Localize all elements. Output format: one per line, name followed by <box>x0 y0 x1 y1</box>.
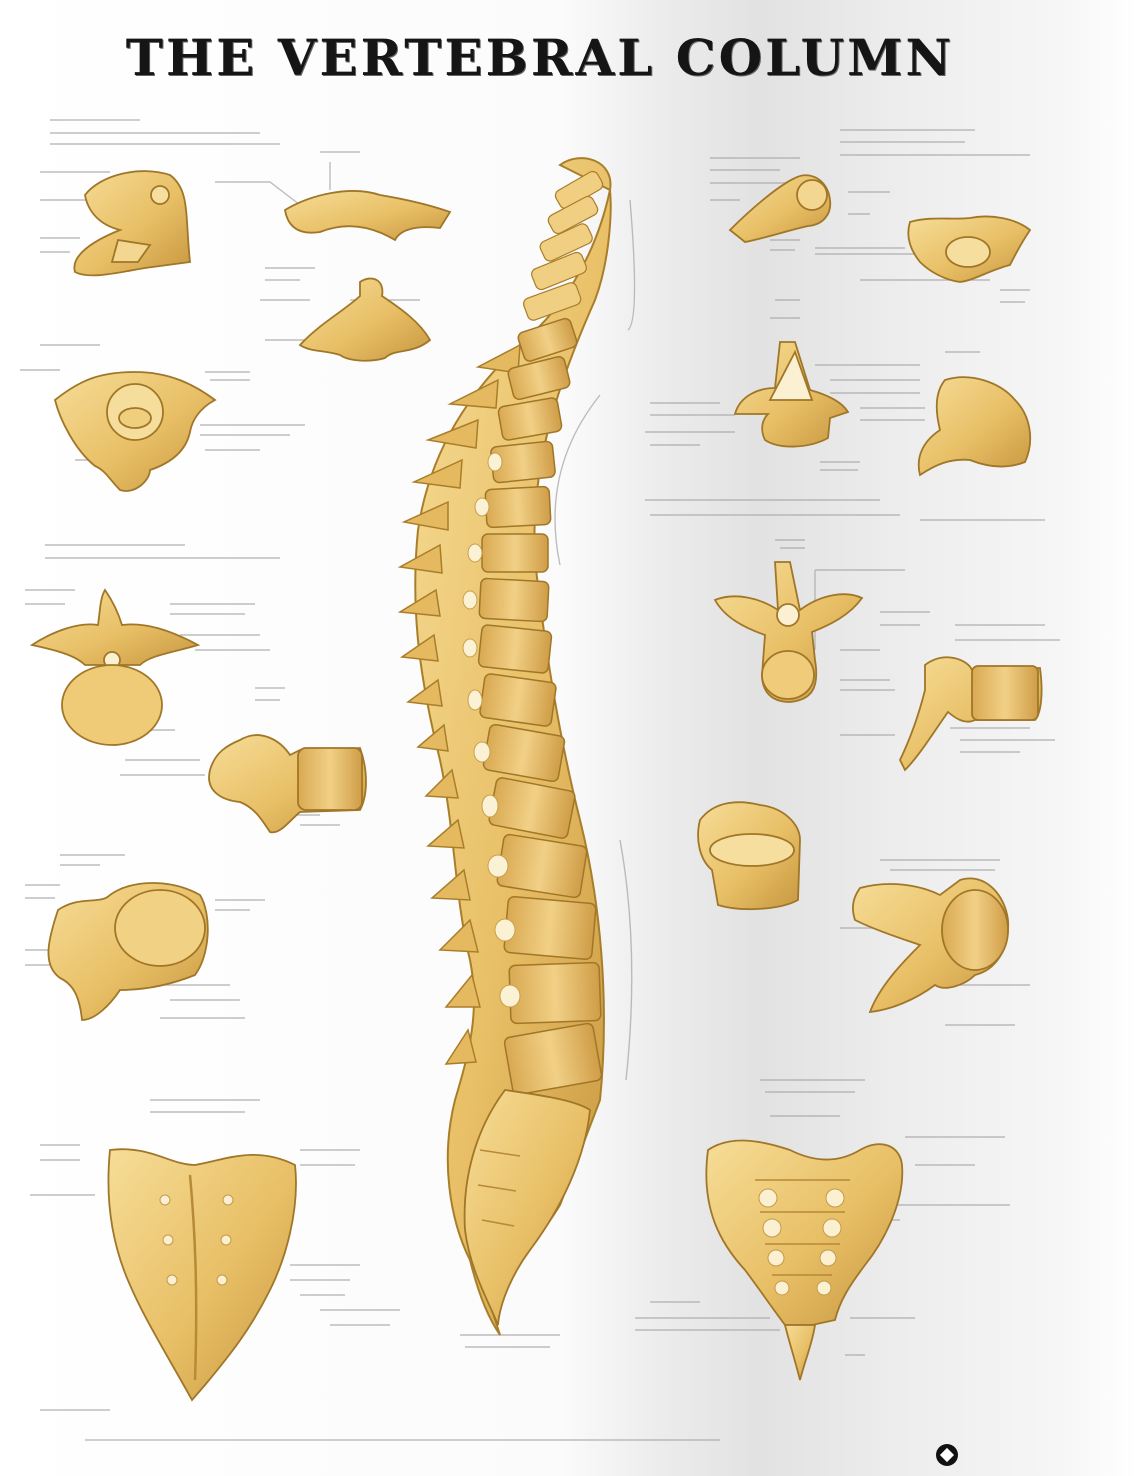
bone-lumbar-posterosuperior <box>697 801 801 911</box>
bone-cervical-lateral <box>917 376 1032 477</box>
bone-atlas-axis-lateral <box>728 174 832 243</box>
logo-icon <box>936 1444 958 1466</box>
publisher-logo <box>936 1441 1086 1471</box>
bone-lumbar-lateral-right <box>852 877 1009 1014</box>
bone-lumbar-lateral <box>47 882 209 1021</box>
bone-sacrum-anterior <box>705 1139 904 1381</box>
bone-atlas-posterior <box>284 190 452 242</box>
spinal-column-lateral <box>397 157 612 1336</box>
bone-cervical-c7-superior <box>733 341 850 448</box>
poster-title: THE VERTEBRAL COLUMN <box>125 28 955 87</box>
bone-thoracic-lateral <box>208 734 367 834</box>
bone-axis-superior <box>907 215 1032 283</box>
bone-sacrum-posterior <box>107 1148 297 1402</box>
bone-atlas-lateral <box>73 170 191 277</box>
bone-axis-anterior <box>298 277 432 362</box>
bone-thoracic-superior <box>29 588 201 746</box>
bone-thoracic-t-superior <box>713 561 864 703</box>
bone-thoracic-t-lateral <box>898 656 1043 772</box>
bone-cervical-superior <box>53 371 217 492</box>
